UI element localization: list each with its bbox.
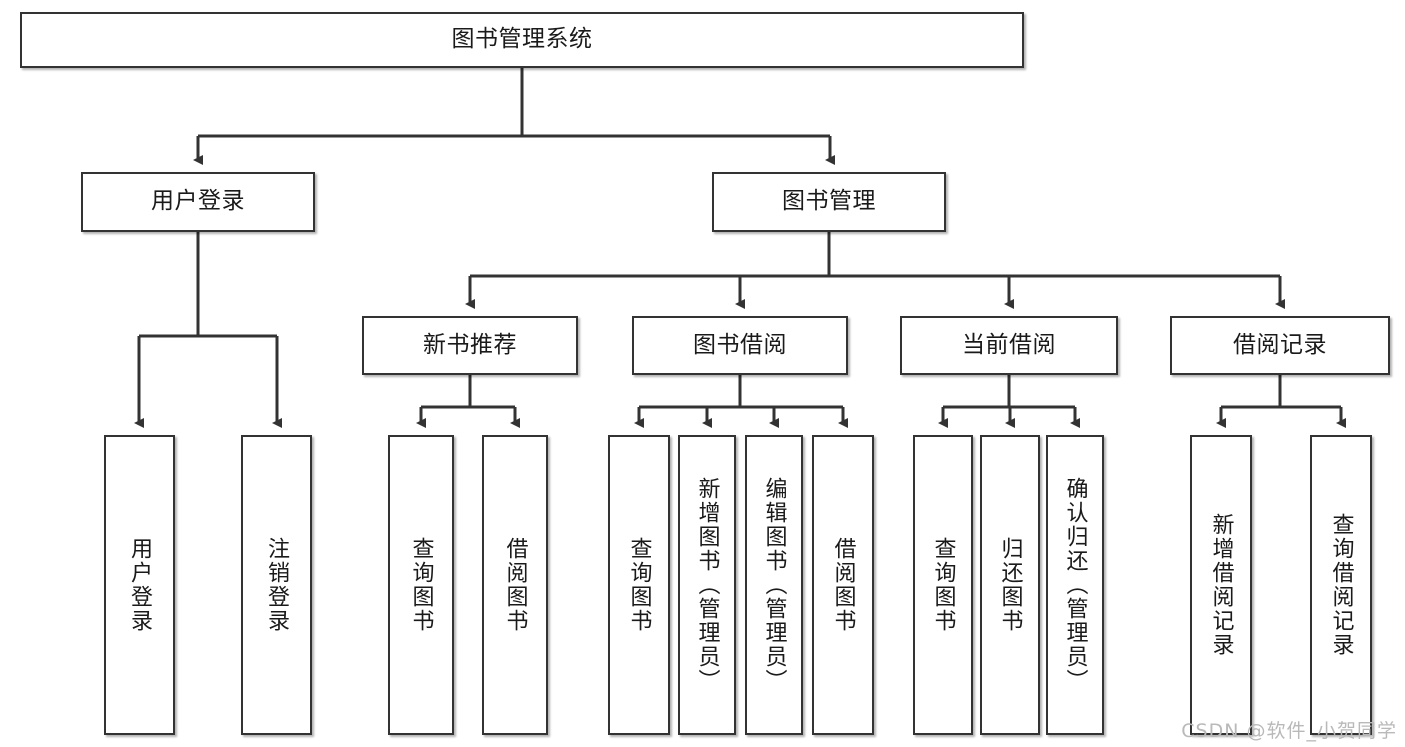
node-label: 用户登录 bbox=[127, 537, 153, 633]
node-label: 借阅图书 bbox=[830, 537, 856, 633]
node-current-borrow[interactable]: 当前借阅 bbox=[900, 316, 1118, 375]
node-label: 当前借阅 bbox=[962, 331, 1056, 358]
csdn-watermark: CSDN @软件_小贺同学 bbox=[1181, 720, 1397, 742]
node-label: 用户登录 bbox=[151, 188, 245, 215]
leaf-query-record[interactable]: 查询借阅记录 bbox=[1310, 435, 1372, 735]
node-label: 图书管理系统 bbox=[451, 26, 593, 53]
node-book-manage[interactable]: 图书管理 bbox=[712, 172, 946, 232]
node-system-root[interactable]: 图书管理系统 bbox=[20, 12, 1024, 68]
leaf-add-book[interactable]: 新增图书（管理员） bbox=[678, 435, 736, 735]
node-label: 借阅记录 bbox=[1233, 331, 1327, 358]
leaf-borrow-book-1[interactable]: 借阅图书 bbox=[482, 435, 548, 735]
leaf-user-logout[interactable]: 注销登录 bbox=[241, 435, 312, 735]
leaf-return-book[interactable]: 归还图书 bbox=[980, 435, 1040, 735]
node-label: 借阅图书 bbox=[502, 537, 528, 633]
node-label: 查询图书 bbox=[930, 537, 956, 633]
node-label: 新增图书（管理员） bbox=[694, 477, 720, 693]
node-borrow-record[interactable]: 借阅记录 bbox=[1170, 316, 1390, 375]
leaf-borrow-book-2[interactable]: 借阅图书 bbox=[812, 435, 874, 735]
node-label: 图书借阅 bbox=[693, 331, 787, 358]
node-label: 注销登录 bbox=[264, 537, 290, 633]
node-label: 查询图书 bbox=[408, 537, 434, 633]
leaf-query-book-1[interactable]: 查询图书 bbox=[388, 435, 454, 735]
node-label: 新书推荐 bbox=[423, 331, 517, 358]
leaf-query-book-2[interactable]: 查询图书 bbox=[608, 435, 670, 735]
leaf-user-login[interactable]: 用户登录 bbox=[104, 435, 175, 735]
node-label: 新增借阅记录 bbox=[1208, 513, 1234, 657]
node-label: 归还图书 bbox=[997, 537, 1023, 633]
leaf-add-record[interactable]: 新增借阅记录 bbox=[1190, 435, 1252, 735]
node-label: 查询借阅记录 bbox=[1328, 513, 1354, 657]
node-user-login[interactable]: 用户登录 bbox=[81, 172, 315, 232]
node-book-borrow[interactable]: 图书借阅 bbox=[632, 316, 848, 375]
leaf-query-book-3[interactable]: 查询图书 bbox=[913, 435, 973, 735]
node-label: 确认归还（管理员） bbox=[1062, 477, 1088, 693]
leaf-confirm-return[interactable]: 确认归还（管理员） bbox=[1046, 435, 1104, 735]
node-label: 图书管理 bbox=[782, 188, 876, 215]
node-label: 编辑图书（管理员） bbox=[761, 477, 787, 693]
node-new-book-recommend[interactable]: 新书推荐 bbox=[362, 316, 578, 375]
leaf-edit-book[interactable]: 编辑图书（管理员） bbox=[745, 435, 803, 735]
node-label: 查询图书 bbox=[626, 537, 652, 633]
